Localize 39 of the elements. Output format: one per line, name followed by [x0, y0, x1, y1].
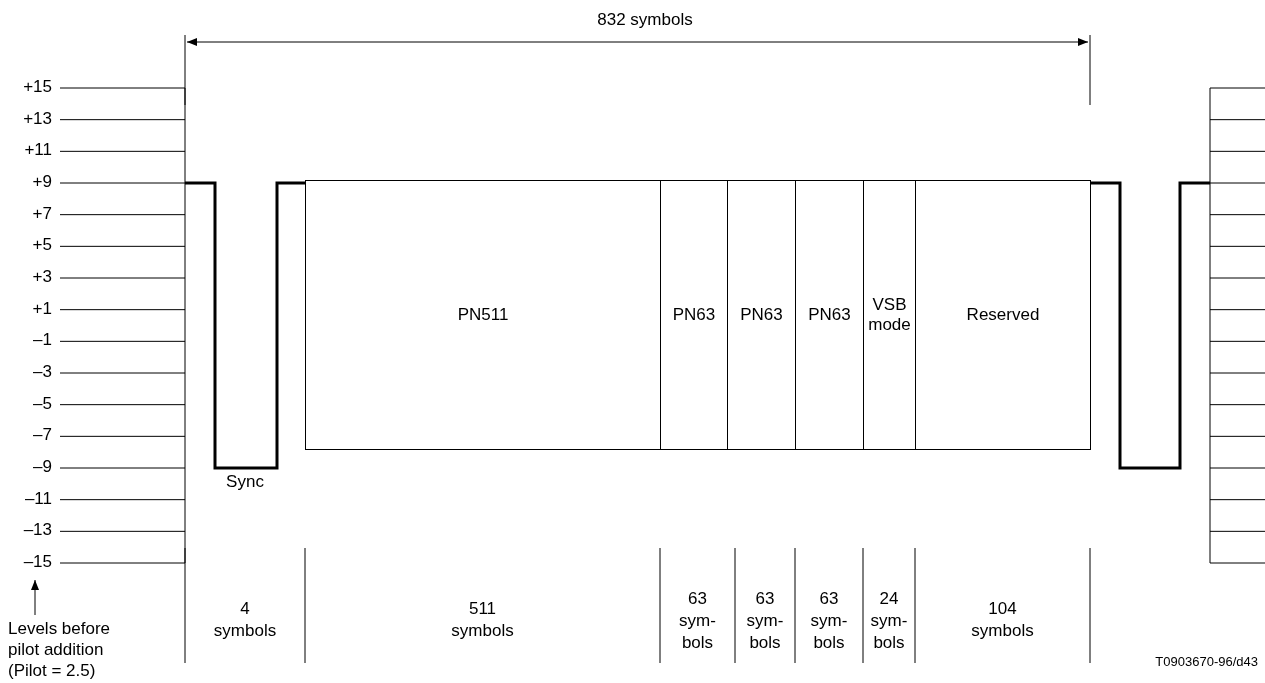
axis-note: Levels before pilot addition (Pilot = 2.5) — [8, 618, 112, 681]
level-label: –3 — [32, 362, 52, 382]
level-label: –13 — [22, 520, 52, 541]
segment-box — [795, 180, 864, 450]
level-label: +15 — [22, 77, 52, 97]
level-label: –9 — [32, 457, 52, 477]
segment-label: PN63 — [807, 305, 852, 325]
segment-label: PN63 — [739, 305, 784, 325]
segment-box — [727, 180, 796, 450]
segment-label: Reserved — [965, 305, 1041, 325]
level-label: +11 — [23, 140, 52, 161]
symbol-count: 63 sym- bols — [809, 588, 849, 654]
segment-box — [863, 180, 916, 450]
level-label: –7 — [32, 425, 52, 446]
segment-box — [660, 180, 728, 450]
segment-label: PN511 — [456, 305, 510, 325]
level-label: +9 — [31, 172, 52, 192]
segment-label: VSB mode — [867, 295, 912, 335]
symbol-count: 4 symbols — [212, 598, 278, 642]
sync-label: Sync — [225, 472, 265, 492]
level-label: +3 — [31, 267, 52, 287]
symbol-count: 511 symbols — [450, 598, 515, 642]
symbol-count: 104 symbols — [970, 598, 1035, 642]
symbol-count: 63 sym- bols — [678, 588, 717, 654]
level-label: –15 — [22, 552, 52, 572]
segment-box — [915, 180, 1091, 450]
level-label: +1 — [31, 298, 52, 319]
level-label: –11 — [23, 488, 52, 509]
symbol-count: 24 sym- bols — [869, 588, 909, 654]
level-label: –1 — [32, 330, 52, 351]
symbol-count: 63 sym- bols — [745, 588, 785, 654]
dimension-label: 832 symbols — [596, 10, 694, 30]
level-label: +7 — [31, 203, 52, 224]
level-label: –5 — [32, 393, 52, 414]
figure-id: T0903670-96/d43 — [1154, 654, 1258, 669]
segment-box — [305, 180, 661, 450]
segment-label: PN63 — [671, 305, 717, 325]
level-label: +13 — [22, 108, 52, 129]
level-label: +5 — [31, 235, 52, 256]
